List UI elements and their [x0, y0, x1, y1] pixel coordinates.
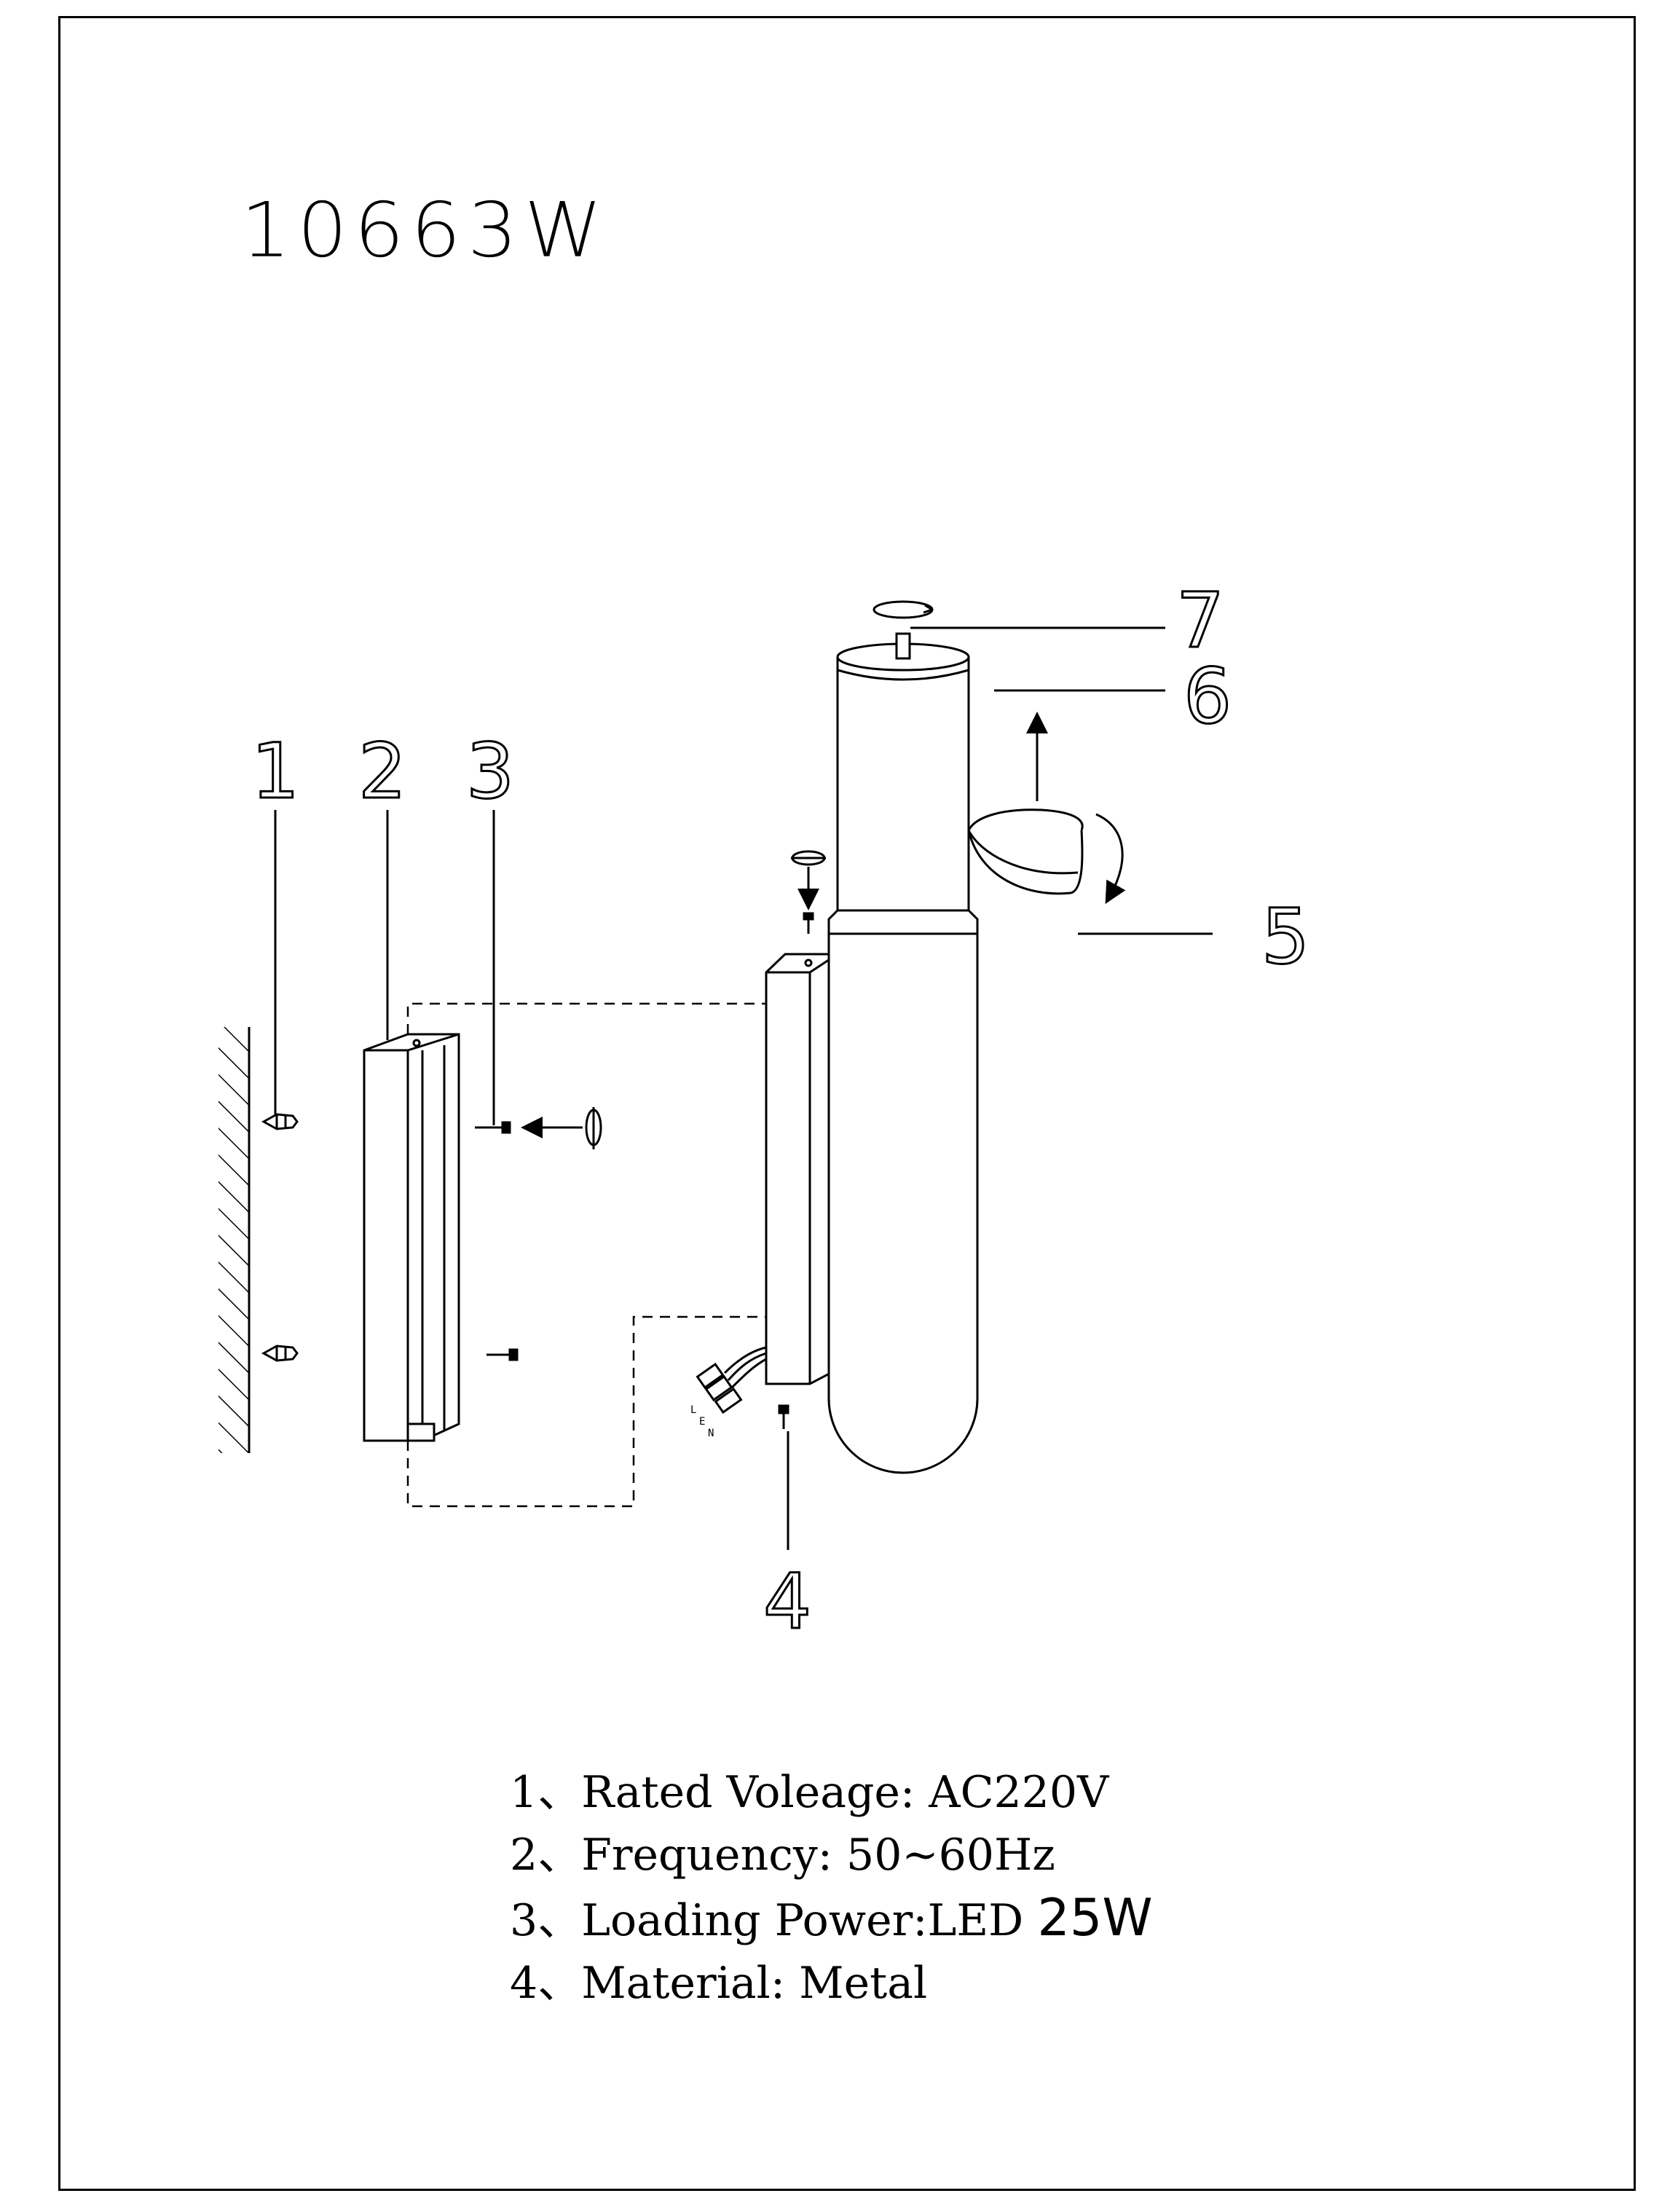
spec-rated-voltage: 1、Rated Voleage: AC220V — [510, 1761, 1153, 1824]
spec-index: 2、 — [510, 1830, 582, 1881]
spec-value: AC220V — [929, 1767, 1109, 1818]
wire-label-e: E — [699, 1416, 705, 1428]
shade-ring — [967, 808, 1084, 895]
spec-material: 4、Material: Metal — [510, 1952, 1153, 2015]
leader-lines — [274, 626, 1213, 1550]
wire-label-n: N — [708, 1428, 714, 1439]
insert-arrow-icon — [521, 1107, 602, 1149]
part-label-3: 3 — [466, 727, 514, 816]
wiring-terminal — [696, 1346, 767, 1414]
wall-anchor-bottom — [261, 1345, 299, 1362]
spec-list: 1、Rated Voleage: AC220V 2、Frequency: 50~… — [510, 1761, 1153, 2015]
backplate-top-screw — [791, 850, 826, 934]
spec-label: Material: — [581, 1958, 786, 2009]
part-label-1: 1 — [251, 727, 299, 816]
model-number: 10663W — [240, 186, 609, 275]
spec-index: 3、 — [510, 1895, 582, 1946]
spec-index: 1、 — [510, 1767, 582, 1818]
glass-tube — [836, 642, 970, 912]
wall-anchor-top — [261, 1113, 299, 1130]
wall — [218, 1027, 251, 1453]
wall-screw-bottom — [487, 1348, 519, 1361]
spec-label: Loading Power: — [581, 1895, 928, 1946]
part-label-7: 7 — [1176, 576, 1224, 665]
part-label-4: 4 — [763, 1557, 811, 1646]
part-label-5: 5 — [1261, 892, 1309, 981]
part-label-6: 6 — [1183, 652, 1232, 741]
mounting-bracket — [363, 1033, 460, 1442]
spec-index: 4、 — [510, 1958, 582, 2009]
spec-value: Metal — [799, 1958, 928, 2009]
spec-value: 50~60Hz — [846, 1830, 1055, 1881]
assembly-guide-lines — [406, 1002, 766, 1508]
drawing-sheet-border — [58, 16, 1636, 2191]
part-label-2: 2 — [358, 727, 406, 816]
bottom-screw — [778, 1404, 789, 1429]
wire-label-l: L — [690, 1404, 696, 1416]
spec-frequency: 2、Frequency: 50~60Hz — [510, 1824, 1153, 1886]
top-pin — [873, 600, 934, 660]
lamp-backplate — [765, 953, 839, 1385]
lamp-housing — [827, 909, 979, 1474]
spec-value-wattage: 25W — [1037, 1888, 1153, 1948]
wall-screw-top — [475, 1121, 511, 1134]
spec-value: LED — [927, 1895, 1024, 1946]
spec-loading-power: 3、Loading Power:LED 25W — [510, 1886, 1153, 1952]
spec-label: Rated Voleage: — [581, 1767, 915, 1818]
spec-label: Frequency: — [581, 1830, 832, 1881]
rotate-arrow-icon — [1095, 813, 1126, 905]
